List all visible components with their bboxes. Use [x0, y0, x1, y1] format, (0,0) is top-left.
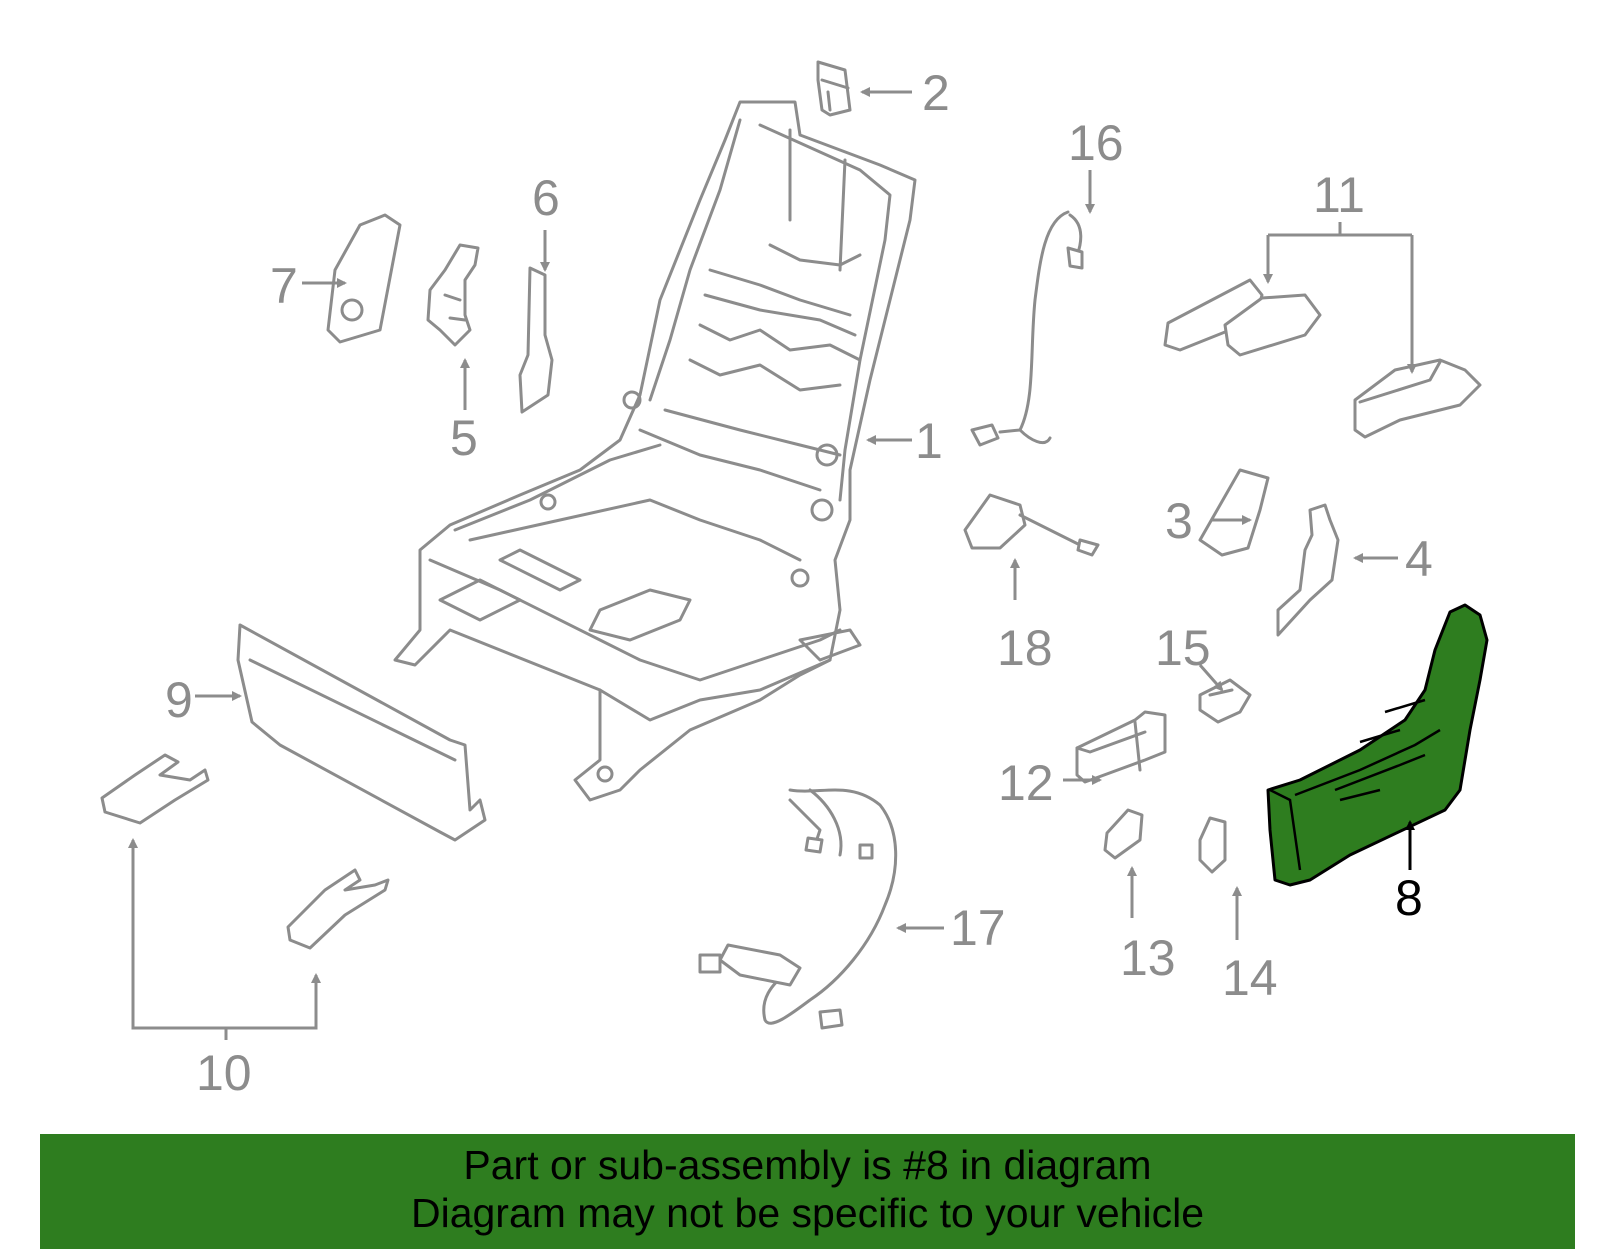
callout-16: 16: [1068, 115, 1124, 171]
callout-3: 3: [1165, 493, 1193, 549]
callout-1: 1: [915, 413, 943, 469]
callout-10: 10: [196, 1045, 252, 1101]
part-12-knob: [1075, 710, 1167, 784]
callout-labels: 1 2 3 4 5 6 7 8 9 10 11 12 13 14 15 16 1…: [165, 65, 1433, 1101]
part-1-seat-frame: [393, 100, 917, 802]
part-4-bracket: [1276, 503, 1340, 637]
part-3-cover: [1198, 468, 1270, 557]
info-banner: Part or sub-assembly is #8 in diagram Di…: [40, 1134, 1575, 1249]
callout-5: 5: [450, 410, 478, 466]
part-6-bracket: [518, 266, 554, 414]
part-10-covers: [100, 753, 390, 950]
callout-2: 2: [922, 65, 950, 121]
part-5-bracket: [426, 243, 480, 347]
part-8-side-shield: [1266, 603, 1489, 887]
part-16-wire-harness: [970, 210, 1084, 447]
callout-17: 17: [950, 900, 1006, 956]
callout-6: 6: [532, 170, 560, 226]
callout-4: 4: [1405, 531, 1433, 587]
banner-line-1: Part or sub-assembly is #8 in diagram: [463, 1142, 1152, 1188]
part-13-button: [1103, 808, 1144, 860]
part-15-button: [1198, 678, 1252, 724]
callout-8: 8: [1395, 870, 1423, 926]
callout-15: 15: [1155, 620, 1211, 676]
callout-9: 9: [165, 672, 193, 728]
callout-13: 13: [1120, 930, 1176, 986]
part-18-sensor-bracket: [963, 493, 1100, 557]
callout-18: 18: [997, 620, 1053, 676]
callout-11: 11: [1313, 167, 1365, 223]
callout-12: 12: [998, 755, 1054, 811]
callout-7: 7: [270, 258, 298, 314]
part-17-wiring: [698, 788, 898, 1030]
leader-lines: [128, 87, 1417, 1040]
part-9-trim-panel: [236, 623, 487, 842]
banner-line-2: Diagram may not be specific to your vehi…: [410, 1190, 1204, 1236]
part-7-trim-cover: [326, 213, 402, 344]
part-14-button: [1198, 816, 1227, 874]
callout-14: 14: [1222, 950, 1278, 1006]
part-11-armrest-parts: [1163, 278, 1482, 439]
part-2-clip: [816, 60, 852, 117]
